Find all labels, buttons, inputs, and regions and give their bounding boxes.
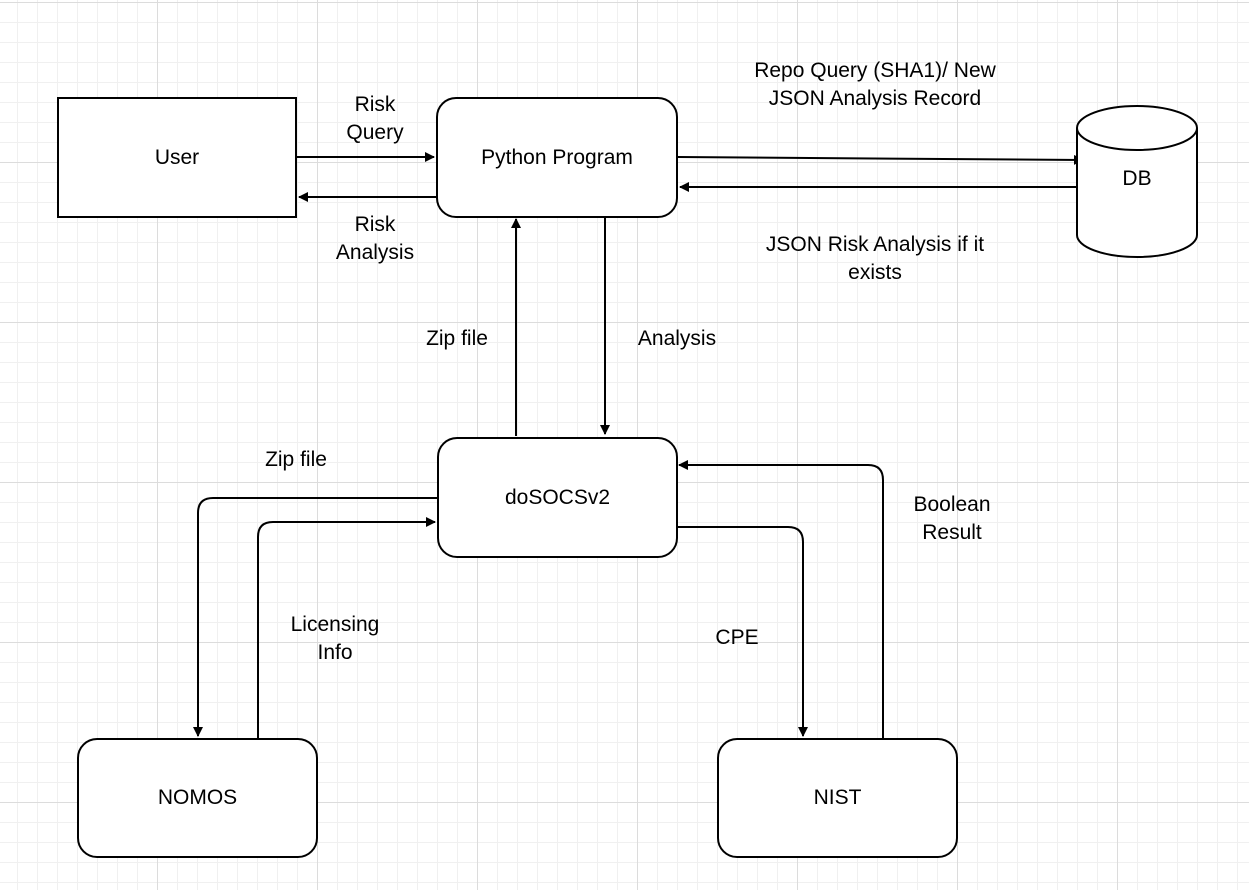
user-label: User [154, 145, 200, 169]
nist-node: NIST [717, 738, 958, 858]
dosocsv2-node: doSOCSv2 [437, 437, 678, 558]
repo-query-label: Repo Query (SHA1)/ New JSON Analysis Rec… [754, 59, 996, 110]
dosocsv2-label: doSOCSv2 [504, 485, 611, 509]
arrow-dosocs-to-nist [677, 526, 808, 737]
licensing-info-label: Licensing Info [290, 613, 380, 664]
cpe-label: CPE [715, 626, 759, 649]
user-node: User [57, 97, 297, 218]
zip-file-left-label: Zip file [265, 448, 327, 471]
json-risk-analysis-label: JSON Risk Analysis if it exists [765, 233, 985, 284]
arrow-dosocs-to-nomos [193, 497, 437, 737]
python-program-node: Python Program [436, 97, 678, 218]
db-cylinder [1076, 105, 1198, 258]
zip-file-up-label: Zip file [426, 327, 488, 350]
risk-analysis-label: Risk Analysis [335, 213, 415, 264]
python-program-label: Python Program [481, 145, 633, 169]
analysis-label: Analysis [637, 327, 717, 350]
risk-query-label: Risk Query [346, 93, 404, 144]
boolean-result-label: Boolean Result [913, 493, 991, 544]
nist-label: NIST [813, 786, 862, 809]
arrow-python-to-db [677, 154, 1084, 165]
nomos-label: NOMOS [157, 786, 238, 809]
nomos-node: NOMOS [77, 738, 318, 858]
arrow-nomos-to-dosocs [257, 517, 436, 738]
db-label: DB [1122, 167, 1152, 190]
arrow-nist-to-dosocs [678, 460, 884, 738]
